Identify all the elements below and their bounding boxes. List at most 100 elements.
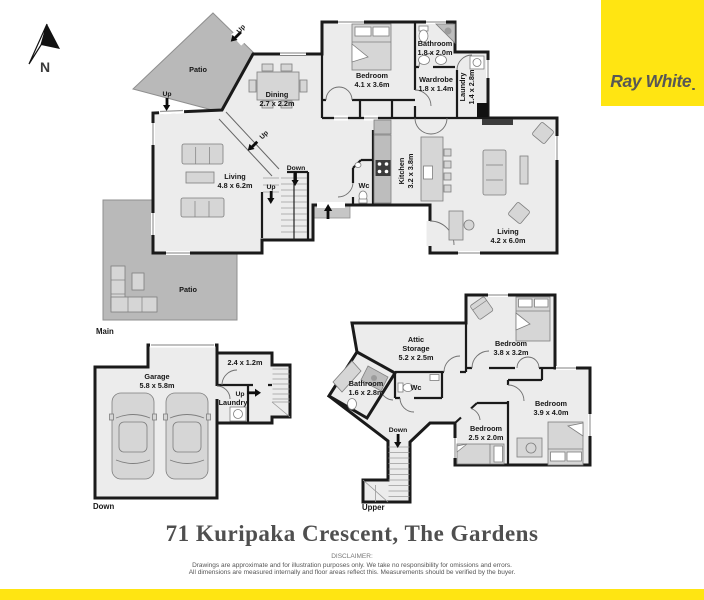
room-dims: 1.8 x 1.4m: [419, 84, 454, 93]
down-arrow-icon: [394, 434, 402, 448]
up-arrow-icon: [163, 98, 171, 111]
armchair-icon: [508, 202, 530, 224]
room-dims: 2.5 x 2.0m: [469, 433, 504, 442]
tv-unit-icon: [482, 119, 513, 125]
washer-icon: [469, 55, 485, 70]
room-dims: 3.9 x 4.0m: [534, 408, 569, 417]
up-arrow-icon: [230, 31, 242, 42]
ray-white-logo: Ray White: [601, 0, 704, 106]
sofa-icon: [180, 143, 225, 218]
logo-dot-icon: [692, 87, 695, 90]
room-dims: 4.2 x 6.0m: [491, 236, 526, 245]
room-label: Wc: [359, 181, 370, 190]
room-dims: 3.8 x 3.2m: [494, 348, 529, 357]
kitchen-island-icon: [420, 136, 452, 202]
patio-step-gap: [231, 31, 245, 46]
down-arrow-icon: [291, 172, 299, 186]
main-floor-plan: Patio Dining 2.7 x 2.2m Bedroom 4.1 x 3.…: [96, 12, 559, 336]
shower-icon: [360, 365, 389, 392]
washer-icon: [229, 406, 247, 422]
stair-label: Down: [287, 165, 306, 172]
room-label: Storage: [402, 344, 429, 353]
stair-label: Up: [266, 184, 275, 191]
room-label: Dining: [266, 90, 289, 99]
room-label: Wardrobe: [419, 75, 453, 84]
entry-arrow-icon: [324, 204, 333, 219]
kitchen-counter-icon: [373, 119, 392, 204]
car-icon: [163, 392, 211, 480]
toilet-icon: [347, 398, 357, 410]
room-label: Patio: [189, 65, 207, 74]
wc-toilet-icon: [397, 374, 440, 393]
room-label: Living: [224, 172, 246, 181]
bed-icon: [547, 421, 584, 466]
bed-icon: [456, 443, 505, 465]
room-label: Kitchen: [397, 158, 406, 185]
toilet-icon: [418, 25, 429, 43]
stair-label: Up: [235, 391, 244, 398]
footer-yellow-bar: [0, 589, 704, 600]
wc-toilet-icon: [354, 162, 368, 204]
stair-label: Up: [236, 24, 247, 35]
upper-stairs: [362, 446, 410, 503]
room-label: Living: [497, 227, 519, 236]
room-dims: 3.2 x 3.8m: [406, 153, 415, 188]
room-label: Laundry: [219, 398, 249, 407]
disclaimer-line: Drawings are approximate and for illustr…: [192, 561, 512, 569]
room-label: Wc: [411, 383, 422, 392]
room-dims: 1.4 x 2.8m: [467, 69, 476, 104]
room-label: Bathroom: [418, 39, 453, 48]
bed-icon: [351, 23, 392, 71]
dining-table-icon: [248, 63, 308, 109]
floor-label-main: Main: [96, 327, 114, 336]
bed-icon: [515, 296, 551, 342]
disclaimer: DISCLAIMER: Drawings are approximate and…: [0, 553, 704, 577]
page-title: 71 Kuripaka Crescent, The Gardens: [165, 521, 539, 546]
desk-icon: [448, 210, 475, 241]
armchair-icon: [532, 122, 554, 144]
room-label: Bedroom: [495, 339, 528, 348]
armchair-icon: [470, 296, 494, 320]
stair-label: Down: [389, 427, 408, 434]
lower-stairs: [271, 368, 291, 418]
floor-label-down: Down: [93, 502, 114, 511]
bathtub-icon: [332, 360, 362, 393]
car-icon: [109, 392, 157, 480]
console-icon: [519, 155, 529, 185]
room-label: Bathroom: [349, 379, 384, 388]
floor-label-upper: Upper: [362, 503, 385, 512]
lower-floor-plan: Garage 5.8 x 5.8m 2.4 x 1.2m Laundry Up …: [93, 342, 292, 511]
room-label: Bedroom: [356, 71, 389, 80]
disclaimer-heading: DISCLAIMER:: [331, 553, 373, 560]
room-label: Patio: [179, 285, 197, 294]
room-dims: 4.8 x 6.2m: [218, 181, 253, 190]
room-dims: 5.8 x 5.8m: [140, 381, 175, 390]
upper-floor-plan: Attic Storage 5.2 x 2.5m Bathroom 1.6 x …: [326, 293, 592, 512]
room-dims: 2.4 x 1.2m: [228, 358, 263, 367]
living-right-door-gap: [426, 221, 434, 246]
room-dims: 2.7 x 2.2m: [260, 99, 295, 108]
stair-label: Up: [162, 91, 171, 98]
outdoor-sofa-icon: [110, 265, 158, 313]
room-label: Bedroom: [535, 399, 568, 408]
room-dims: 1.6 x 2.8m: [349, 388, 384, 397]
disclaimer-line: All dimensions are measured internally a…: [188, 569, 516, 577]
desk-icon: [516, 437, 543, 458]
porch-door-gap: [317, 202, 345, 208]
room-label: Attic: [408, 335, 424, 344]
up-arrow-icon: [267, 191, 275, 204]
room-dims: 5.2 x 2.5m: [399, 353, 434, 362]
room-label: Laundry: [458, 72, 467, 102]
wall-block: [477, 103, 488, 117]
room-label: Garage: [144, 372, 169, 381]
room-dims: 4.1 x 3.6m: [355, 80, 390, 89]
north-compass-icon: N: [28, 23, 60, 75]
up-arrow-icon: [247, 388, 261, 397]
room-label: Bedroom: [470, 424, 503, 433]
stair-label: Up: [259, 130, 270, 141]
room-dims: 1.8 x 2.0m: [418, 48, 453, 57]
north-label: N: [40, 59, 50, 75]
brand-name: Ray White: [610, 71, 692, 91]
